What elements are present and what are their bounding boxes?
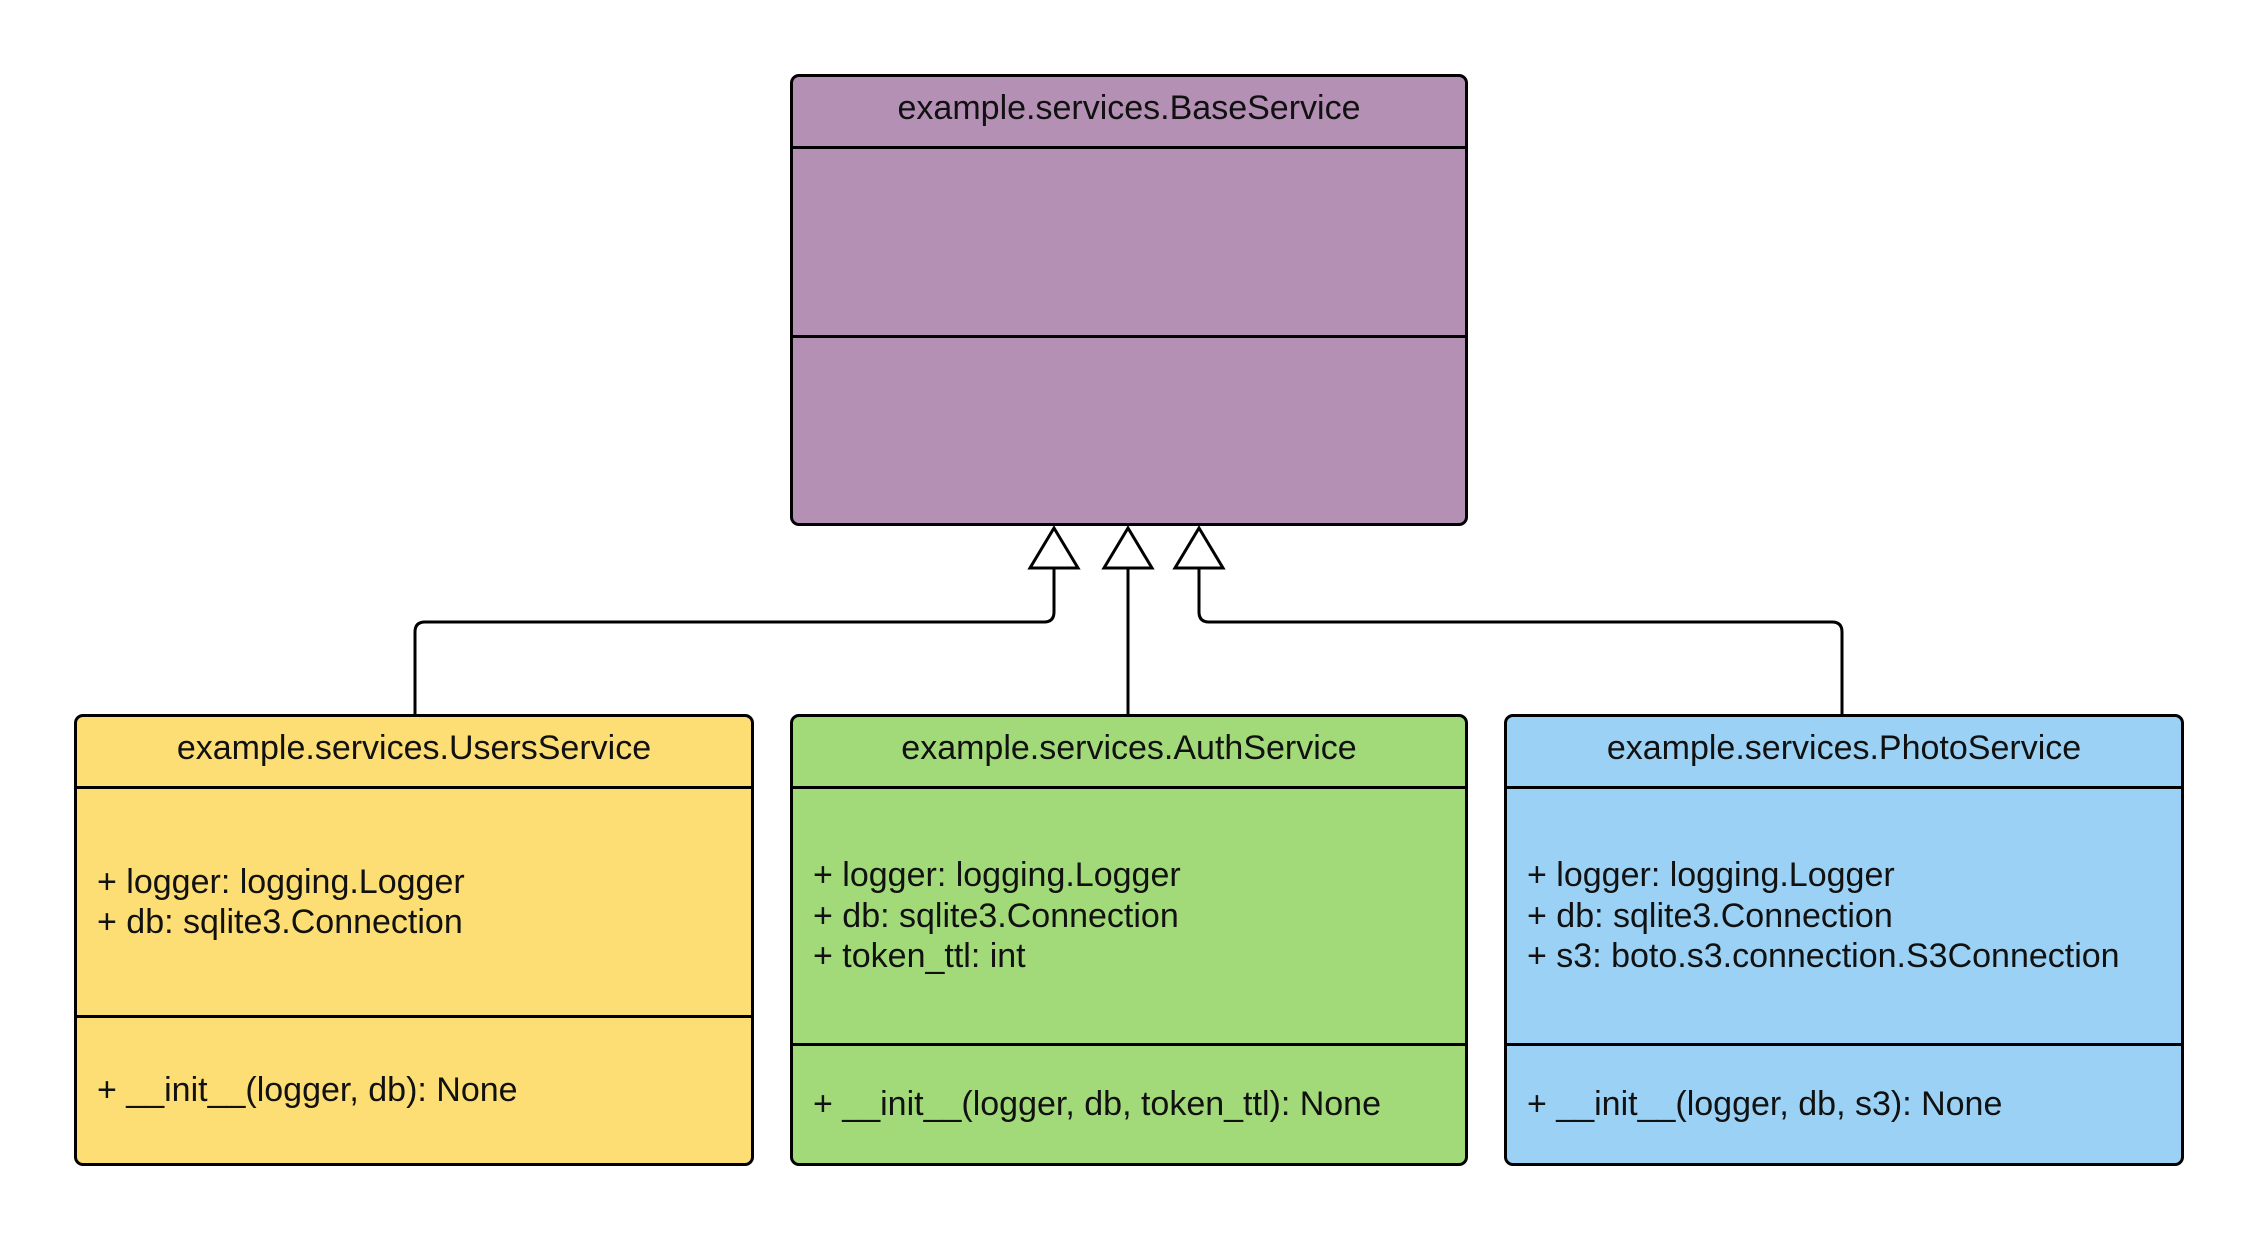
name-divider <box>793 786 1465 789</box>
class-base-service[interactable]: example.services.BaseService <box>790 74 1468 526</box>
class-name: example.services.PhotoService <box>1606 729 2082 767</box>
attributes-section <box>793 149 1465 335</box>
class-name: example.services.AuthService <box>901 729 1357 767</box>
attributes-divider <box>1507 1043 2181 1046</box>
attribute-line: + db: sqlite3.Connection <box>97 903 463 941</box>
attributes-divider <box>77 1015 751 1018</box>
attribute-line: + db: sqlite3.Connection <box>813 896 1179 935</box>
attribute-line: + db: sqlite3.Connection <box>1527 896 1893 935</box>
class-photo-service[interactable]: example.services.PhotoService + logger: … <box>1504 714 2184 1166</box>
class-name: example.services.UsersService <box>176 729 652 767</box>
inheritance-arrowhead-photo <box>1172 525 1226 570</box>
inheritance-arrowhead-users <box>1027 525 1081 570</box>
methods-section: + __init__(logger, db, s3): None <box>1507 1046 2181 1163</box>
methods-section: + __init__(logger, db): None <box>77 1018 751 1163</box>
method-line: + __init__(logger, db): None <box>97 1071 518 1110</box>
attributes-section: + logger: logging.Logger + db: sqlite3.C… <box>77 789 751 1015</box>
attribute-line: + logger: logging.Logger <box>1527 856 1895 895</box>
attribute-line: + token_ttl: int <box>813 937 1026 976</box>
name-divider <box>793 146 1465 149</box>
class-users-service[interactable]: example.services.UsersService + logger: … <box>74 714 754 1166</box>
attributes-section: + logger: logging.Logger + db: sqlite3.C… <box>793 789 1465 1043</box>
class-auth-service[interactable]: example.services.AuthService + logger: l… <box>790 714 1468 1166</box>
attribute-line: + logger: logging.Logger <box>97 862 465 901</box>
attributes-divider <box>793 1043 1465 1046</box>
methods-section: + __init__(logger, db, token_ttl): None <box>793 1046 1465 1163</box>
attributes-section: + logger: logging.Logger + db: sqlite3.C… <box>1507 789 2181 1043</box>
methods-section <box>793 338 1465 523</box>
name-divider <box>1507 786 2181 789</box>
method-line: + __init__(logger, db, token_ttl): None <box>813 1085 1381 1124</box>
attribute-line: + s3: boto.s3.connection.S3Connection <box>1527 937 2120 976</box>
class-name: example.services.BaseService <box>897 89 1361 127</box>
users-to-base-connector <box>413 568 1056 714</box>
attribute-line: + logger: logging.Logger <box>813 856 1181 895</box>
attributes-divider <box>793 335 1465 338</box>
inheritance-arrowhead-auth <box>1101 525 1155 570</box>
method-line: + __init__(logger, db, s3): None <box>1527 1085 2003 1124</box>
name-divider <box>77 786 751 789</box>
photo-to-base-connector <box>1197 568 1844 714</box>
